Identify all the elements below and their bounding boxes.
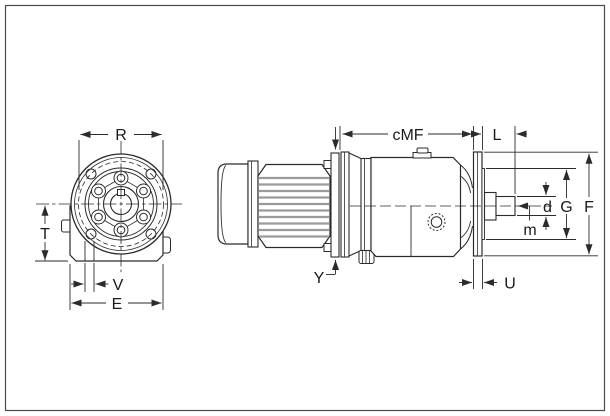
dim-label-r: R (115, 127, 127, 144)
front-view-dimensions (35, 131, 164, 310)
motor-end-bracket (330, 152, 340, 258)
dim-label-y: Y (314, 270, 325, 287)
dim-label-u: U (504, 276, 516, 293)
gearbox-input-ring (360, 157, 372, 252)
mount-hole (145, 228, 157, 240)
bolt-circle (78, 161, 164, 247)
cover-screws (91, 170, 151, 238)
dim-label-v: V (113, 277, 124, 294)
adapter-plate (340, 151, 350, 258)
mount-hole (85, 228, 97, 240)
gearbox-housing (370, 156, 462, 258)
mount-hole (145, 168, 157, 180)
fan-cover (217, 163, 249, 245)
fan-cover-contour (220, 165, 227, 243)
oil-plug-knurl (427, 213, 446, 231)
dim-label-d: d (543, 199, 552, 216)
motor-cooling-fins (259, 176, 329, 238)
vent-plug-cap (416, 147, 429, 154)
front-view (36, 141, 182, 272)
dim-label-e: E (112, 296, 123, 313)
side-view (217, 147, 552, 264)
side-view-dimensions (326, 126, 598, 289)
oil-plug (430, 216, 443, 228)
dim-label-l: L (493, 127, 502, 144)
dim-label-m: m (523, 222, 536, 239)
mount-hole (85, 168, 97, 180)
dim-label-f: F (584, 199, 594, 216)
fan-cover-band (247, 160, 259, 248)
dim-label-cmf: cMF (392, 127, 423, 144)
drawing-border (4, 4, 606, 412)
dimension-labels: R T V E cMF L Y U d G F m (37, 127, 597, 313)
dim-label-t: T (40, 226, 50, 243)
dim-label-g: G (560, 199, 572, 216)
